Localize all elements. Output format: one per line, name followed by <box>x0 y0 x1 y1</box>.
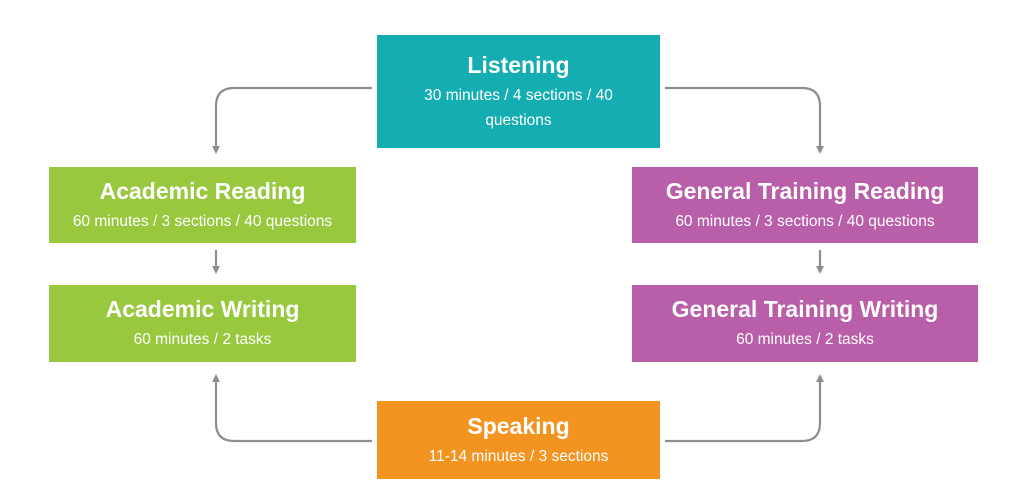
listening-desc: 30 minutes / 4 sections / 40 questions <box>424 86 613 129</box>
listening-to-academic-reading-arrow <box>212 86 372 154</box>
general-training-writing-title: General Training Writing <box>671 296 939 322</box>
speaking-desc: 11-14 minutes / 3 sections <box>428 447 609 465</box>
academic-writing-title: Academic Writing <box>105 296 300 322</box>
listening-title: Listening <box>467 51 570 78</box>
academic-reading-title: Academic Reading <box>99 177 306 204</box>
academic-reading-box: Academic Reading 60 minutes / 3 sections… <box>49 167 356 243</box>
academic-writing-box: Academic Writing 60 minutes / 2 tasks <box>49 285 356 362</box>
speaking-title: Speaking <box>467 412 570 439</box>
academic-writing-desc: 60 minutes / 2 tasks <box>133 331 272 348</box>
general-training-writing-desc: 60 minutes / 2 tasks <box>736 331 874 348</box>
academic-reading-desc: 60 minutes / 3 sections / 40 questions <box>72 212 333 230</box>
listening-box: Listening 30 minutes / 4 sections / 40 q… <box>377 35 660 148</box>
general-training-writing-box: General Training Writing 60 minutes / 2 … <box>632 285 978 362</box>
general-training-reading-box: General Training Reading 60 minutes / 3 … <box>632 167 978 243</box>
speaking-to-general-training-writing-arrow <box>665 374 824 443</box>
general-training-reading-title: General Training Reading <box>665 177 945 204</box>
speaking-to-academic-writing-arrow <box>212 374 372 443</box>
speaking-box: Speaking 11-14 minutes / 3 sections <box>377 401 660 479</box>
general-training-reading-desc: 60 minutes / 3 sections / 40 questions <box>675 212 935 230</box>
listening-to-general-training-reading-arrow <box>665 86 824 154</box>
